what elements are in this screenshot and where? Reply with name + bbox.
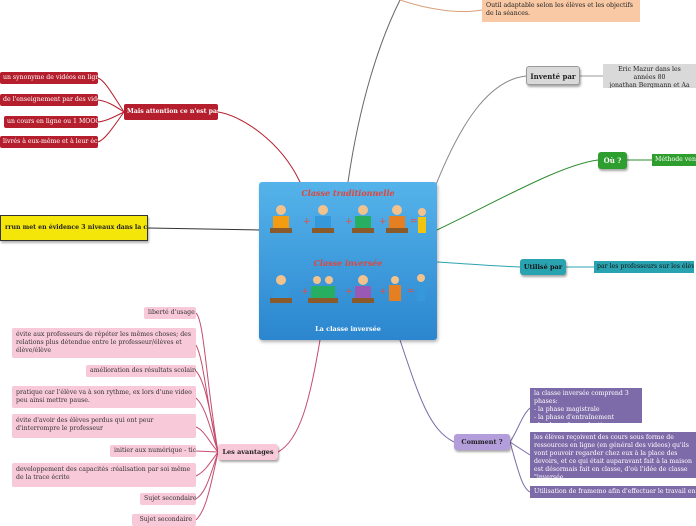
svg-text:=: = bbox=[410, 217, 418, 227]
how-framemo[interactable]: Utilisation de framemo afin d'effectuer … bbox=[530, 486, 696, 498]
attention-item-2[interactable]: de l'enseignement par des vidéos bbox=[0, 94, 98, 106]
link-ou bbox=[436, 159, 599, 231]
advantage-secondary-2[interactable]: Sujet secondaire bbox=[132, 514, 196, 526]
advantage-own-pace[interactable]: pratique car l'élève va à son rythme, ex… bbox=[12, 386, 196, 408]
advantages-node[interactable]: Les avantages bbox=[218, 444, 278, 460]
central-topic-title: La classe inversée bbox=[315, 325, 381, 333]
advantage-digital[interactable]: initier aux numérique - tice bbox=[110, 445, 196, 457]
how-description[interactable]: les élèves reçoivent des cours sous form… bbox=[530, 432, 696, 478]
advantage-secondary-1[interactable]: Sujet secondaire bbox=[140, 493, 196, 505]
used-by-detail[interactable]: par les professeurs sur les élèves bbox=[594, 261, 694, 273]
where-detail[interactable]: Méthode ven bbox=[652, 154, 696, 166]
advantage-capacities[interactable]: developpement des capacités :réalisation… bbox=[12, 463, 196, 487]
link-avantages bbox=[277, 339, 321, 453]
svg-text:+: + bbox=[345, 287, 353, 297]
link-niveaux bbox=[147, 227, 260, 231]
advantage-freedom[interactable]: liberté d'usage bbox=[144, 307, 196, 319]
panel-title-traditional: Classe traditionnelle bbox=[301, 188, 395, 198]
invented-by-detail[interactable]: Eric Mazur dans les années 80 jonathan B… bbox=[603, 64, 696, 88]
attention-item-3[interactable]: un cours en ligne ou 1 MOOC bbox=[4, 116, 98, 128]
advantage-lost-students[interactable]: évite d'avoir des élèves perdus qui ont … bbox=[12, 414, 196, 438]
how-phases[interactable]: la classe inversée comprend 3 phases: - … bbox=[530, 388, 642, 423]
attention-item-4[interactable]: livrés à eux-même et à leur écran bbox=[0, 136, 98, 148]
attention-item-1[interactable]: un synonyme de vidéos en ligne bbox=[0, 72, 98, 84]
where-node[interactable]: Où ? bbox=[598, 152, 627, 169]
svg-text:+: + bbox=[303, 217, 311, 227]
link-invente bbox=[429, 75, 527, 201]
svg-text:+: + bbox=[345, 217, 353, 227]
advantage-results[interactable]: amélioration des résultats scolaires bbox=[86, 365, 196, 377]
used-by-node[interactable]: Utilisé par bbox=[520, 259, 566, 275]
how-node[interactable]: Comment ? bbox=[454, 434, 510, 450]
svg-text:+: + bbox=[301, 287, 309, 297]
svg-text:+: + bbox=[379, 217, 387, 227]
central-topic[interactable]: Classe traditionnelle + + + = Classe inv… bbox=[259, 182, 437, 340]
traditional-class-illustration: + + + = bbox=[270, 205, 426, 233]
link-top bbox=[347, 0, 401, 183]
svg-text:+: + bbox=[379, 287, 387, 297]
inverted-class-illustration: + + + = bbox=[270, 274, 425, 303]
advantage-relations[interactable]: évite aux professeurs de répéter les mêm… bbox=[12, 328, 196, 358]
svg-text:=: = bbox=[407, 287, 415, 297]
invented-by-node[interactable]: Inventé par bbox=[526, 66, 580, 85]
adaptable-tool-note[interactable]: Outil adaptable selon les élèves et les … bbox=[482, 0, 640, 22]
link-comment bbox=[399, 339, 455, 443]
link-utilise bbox=[436, 261, 521, 268]
panel-title-inverted: Classe inversée bbox=[313, 258, 383, 268]
link-top-note bbox=[399, 0, 483, 12]
attention-node[interactable]: Mais attention ce n'est pas bbox=[124, 104, 218, 120]
link-attention bbox=[217, 111, 301, 183]
three-levels-node[interactable]: rrun met en évidence 3 niveaux dans la c… bbox=[0, 215, 148, 241]
